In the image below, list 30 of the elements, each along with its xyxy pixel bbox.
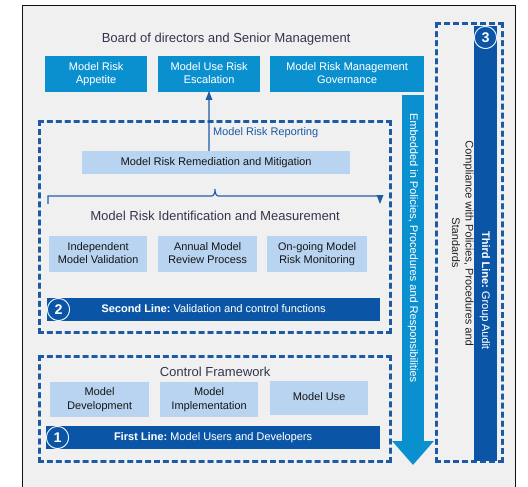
process-box: Model Use [270,381,368,415]
line-banner [47,298,380,321]
process-box: Independent Model Validation [49,236,147,272]
arrow [205,91,213,151]
number-circle: 1 [46,426,69,449]
band-label: Embedded in Policies, Procedures and Responsibilities [406,113,420,382]
group-heading: Control Framework [158,364,272,380]
process-box: Model Implementation [160,382,258,417]
process-box: Model Risk Appetite [45,56,147,92]
edge-label: Model Risk Reporting [212,126,320,138]
process-box: Annual Model Review Process [158,236,257,272]
process-box: On-going Model Risk Monitoring [267,236,367,272]
number-circle: 3 [474,26,497,49]
downward-arrow-band [392,95,434,465]
banner-label: First Line: Model Users and Developers [114,430,312,444]
process-box: Model Risk Remediation and Mitigation [82,151,350,174]
line-banner [46,426,380,449]
banner-label: Third Line: Group Audit [478,231,492,349]
heading: Board of directors and Senior Management [100,30,352,45]
number-circle: 2 [47,298,70,321]
group-heading: Compliance with Policies, Procedures and Standards [448,138,474,348]
dashed-group-box [435,22,504,463]
dashed-group-box [38,355,392,463]
line-banner [474,26,497,461]
dashed-group-box [38,120,392,334]
banner-label: Second Line: Validation and control functions [101,302,326,316]
process-box: Model Risk Management Governance [270,56,424,92]
process-box: Model Use Risk Escalation [158,56,260,92]
group-heading: Model Risk Identification and Measurement [89,208,341,224]
process-box: Model Development [50,382,149,417]
